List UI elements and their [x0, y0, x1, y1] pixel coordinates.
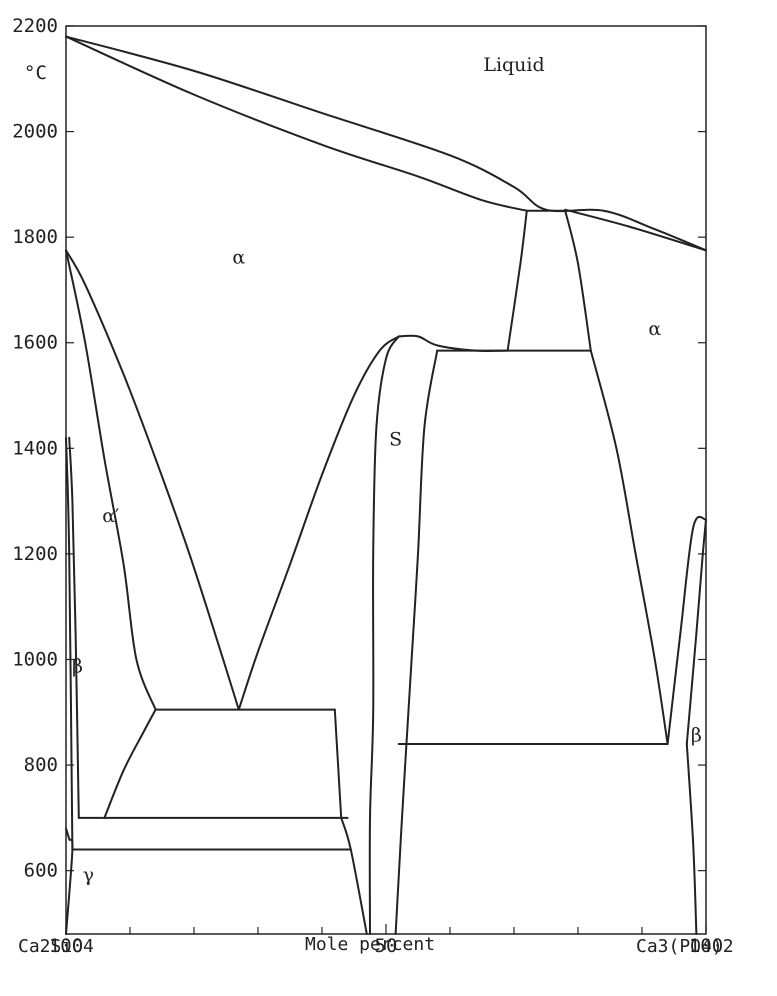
- left-component-label: Ca2SiO4: [18, 936, 94, 957]
- boundary-alpha-left-boundary-1: [65, 249, 240, 711]
- region-label-1: α: [232, 247, 245, 269]
- y-axis-labels: 2200 2000 1800 1600 1400 1200 1000 800 600: [12, 15, 58, 882]
- boundary-alpha-right-boundary: [589, 349, 669, 745]
- x-axis-ticks: [65, 924, 707, 934]
- boundary-S-inner-left: [368, 335, 400, 935]
- boundary-intermediate-right: [564, 209, 592, 352]
- boundary-liquidus: [65, 35, 707, 252]
- region-label-4: S: [389, 429, 402, 451]
- temperature-unit-label: °C: [24, 62, 47, 84]
- x-tick-label-0: 100: [49, 935, 83, 957]
- boundary-S-dome-top: [397, 334, 509, 353]
- y-tick-label-1000: 1000: [12, 648, 58, 670]
- boundary-beta-right-2: [685, 518, 707, 745]
- boundary-boundary-905-to-700: [333, 708, 343, 819]
- boundary-beta-left-1: [68, 436, 80, 819]
- region-label-5: β: [72, 656, 83, 678]
- phase-region-labels: Liquid α α α′ Sβ β γ: [72, 54, 702, 886]
- boundary-S-inner-right: [394, 349, 439, 935]
- boundary-solidus-alpha-right: [564, 208, 707, 252]
- x-tick-label-50: 50: [375, 935, 398, 957]
- boundary-S-outer-left: [237, 335, 400, 711]
- right-component-label: Ca3(PO4)2: [636, 936, 734, 957]
- phase-boundaries: [65, 35, 707, 935]
- boundary-alpha-prime-lower: [103, 708, 157, 819]
- boundary-solidus-alpha-left: [65, 35, 528, 212]
- x-axis-title: Mole percent: [305, 934, 435, 955]
- y-tick-label-2200: 2200: [12, 15, 58, 37]
- x-axis-labels: 100 50 100: [49, 935, 723, 957]
- y-tick-label-1800: 1800: [12, 226, 58, 248]
- y-tick-label-1600: 1600: [12, 332, 58, 354]
- region-label-6: β: [691, 724, 702, 746]
- boundary-alpha-left-boundary-2: [65, 249, 157, 711]
- y-tick-label-800: 800: [24, 754, 58, 776]
- y-tick-label-1400: 1400: [12, 437, 58, 459]
- boundary-bottom-boundary-left: [340, 816, 368, 935]
- boundary-gamma-left: [65, 827, 74, 935]
- region-label-3: α′: [102, 505, 119, 527]
- region-label-2: α: [648, 318, 661, 340]
- boundary-beta-right-1: [666, 515, 707, 745]
- boundary-beta-left-2: [65, 436, 74, 851]
- y-tick-label-2000: 2000: [12, 121, 58, 143]
- boundary-intermediate-left: [506, 209, 528, 352]
- y-tick-label-600: 600: [24, 860, 58, 882]
- region-label-7: γ: [83, 864, 94, 886]
- y-tick-label-1200: 1200: [12, 543, 58, 565]
- plot-frame: [65, 25, 707, 935]
- x-tick-label-100: 100: [689, 935, 723, 957]
- boundary-beta-right-bottom: [685, 742, 698, 935]
- region-label-0: Liquid: [483, 54, 544, 76]
